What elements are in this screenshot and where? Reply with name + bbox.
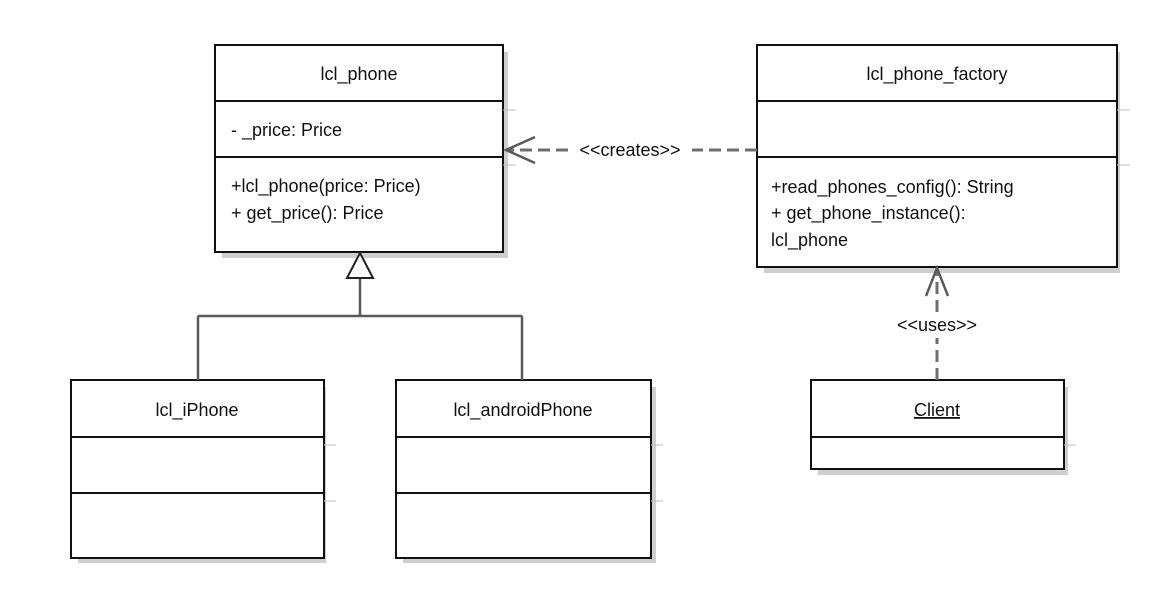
class-box xyxy=(214,44,504,253)
class-lcl-androidphone[interactable]: lcl_androidPhone xyxy=(395,379,663,563)
method: + get_phone_instance(): xyxy=(771,203,966,224)
class-lcl-iphone[interactable]: lcl_iPhone xyxy=(70,379,336,563)
class-name: lcl_phone_factory xyxy=(866,64,1007,85)
generalization-connector[interactable] xyxy=(196,250,524,380)
method: +read_phones_config(): String xyxy=(771,177,1014,198)
creates-label: <<creates>> xyxy=(579,140,680,160)
attribute: - _price: Price xyxy=(231,120,342,141)
class-box xyxy=(810,379,1065,470)
creates-dependency[interactable]: <<creates>> xyxy=(502,135,757,165)
method: +lcl_phone(price: Price) xyxy=(231,176,421,197)
class-box xyxy=(70,379,325,559)
open-arrowhead-icon xyxy=(502,135,536,165)
class-box xyxy=(395,379,652,559)
class-name: lcl_phone xyxy=(320,64,397,85)
class-name: Client xyxy=(914,400,960,420)
class-lcl-phone-factory[interactable]: lcl_phone_factory +read_phones_config():… xyxy=(756,44,1130,273)
inheritance-triangle-icon xyxy=(345,250,375,279)
class-name: lcl_androidPhone xyxy=(453,400,592,421)
class-client[interactable]: Client xyxy=(810,379,1076,475)
class-lcl-phone[interactable]: lcl_phone - _price: Price +lcl_phone(pri… xyxy=(214,44,516,258)
uses-label: <<uses>> xyxy=(897,315,977,335)
class-name: lcl_iPhone xyxy=(155,400,238,421)
uses-dependency[interactable]: <<uses>> xyxy=(897,264,977,380)
open-arrowhead-icon xyxy=(924,264,950,297)
method: + get_price(): Price xyxy=(231,203,384,224)
method: lcl_phone xyxy=(771,230,848,251)
